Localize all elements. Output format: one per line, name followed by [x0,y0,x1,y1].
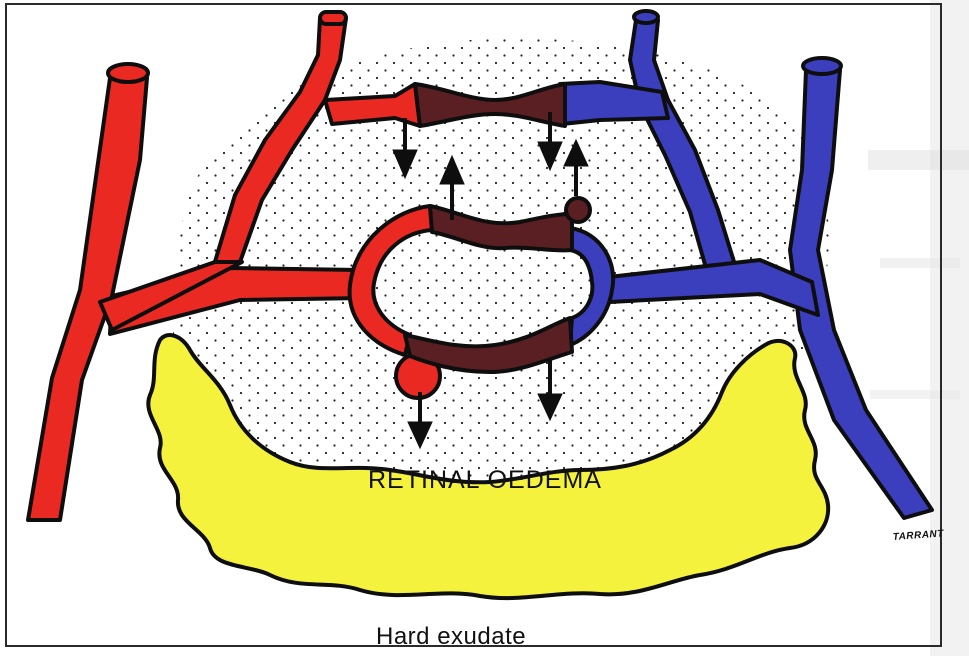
capillary-bleb [566,198,590,222]
hard-exudate-label: Hard exudate [376,623,526,650]
retinal-oedema-label: RETINAL OEDEMA [368,466,602,494]
